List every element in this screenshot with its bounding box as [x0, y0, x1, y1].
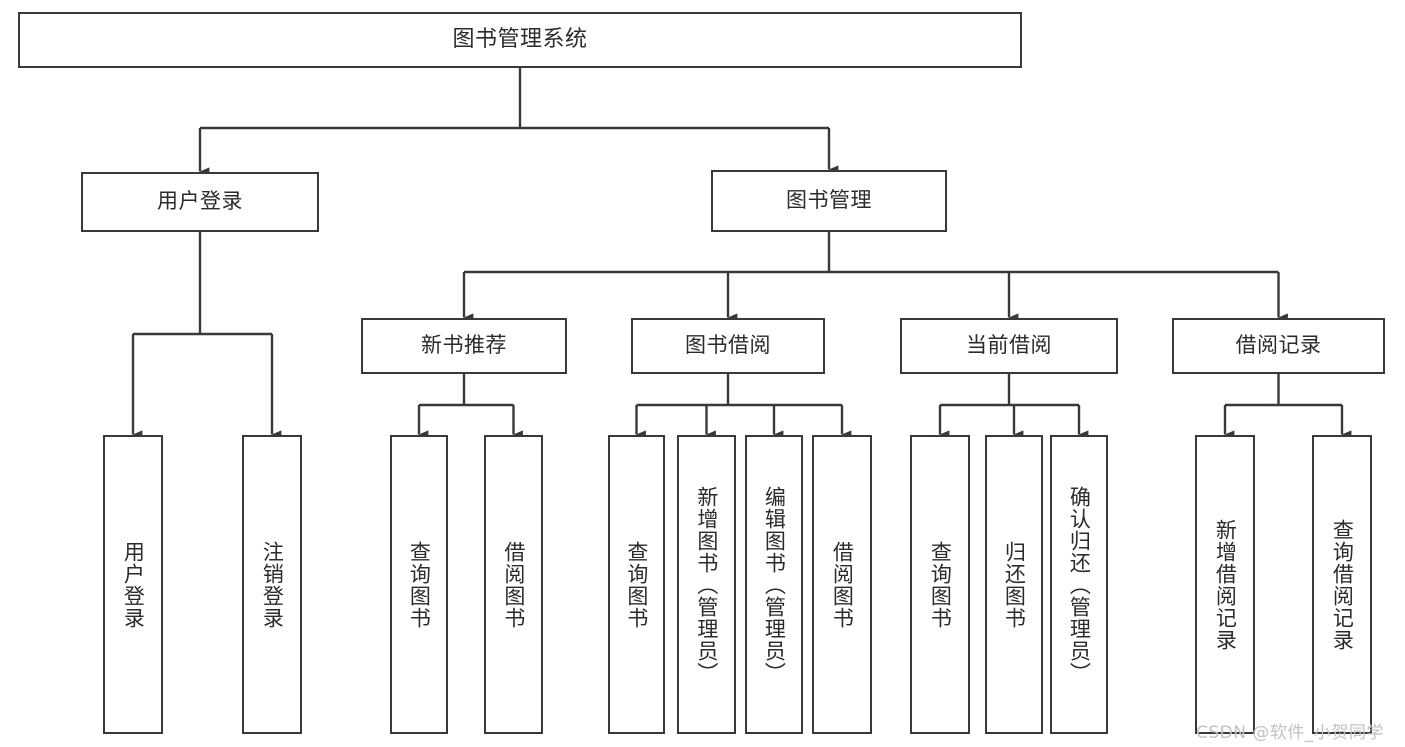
node-records[interactable]: 借阅记录: [1172, 318, 1385, 374]
node-label: 新书推荐: [421, 333, 507, 358]
node-borrow[interactable]: 图书借阅: [631, 318, 825, 374]
node-n2[interactable]: 借阅图书: [484, 435, 543, 734]
node-newbook[interactable]: 新书推荐: [361, 318, 567, 374]
node-b4[interactable]: 借阅图书: [812, 435, 872, 734]
node-label: 新增借阅记录: [1213, 518, 1238, 651]
node-b2[interactable]: 新增图书（管理员）: [677, 435, 736, 734]
node-n1[interactable]: 查询图书: [390, 435, 448, 734]
node-label: 归还图书: [1002, 540, 1027, 629]
node-c2[interactable]: 归还图书: [985, 435, 1043, 734]
node-label: 借阅记录: [1235, 333, 1322, 358]
node-label: 查询图书: [624, 540, 649, 629]
node-b1[interactable]: 查询图书: [608, 435, 665, 734]
node-bookmgmt[interactable]: 图书管理: [711, 170, 947, 232]
node-label: 新增图书（管理员）: [694, 485, 719, 684]
node-current[interactable]: 当前借阅: [900, 318, 1118, 374]
node-label: 编辑图书（管理员）: [762, 485, 787, 684]
node-label: 查询图书: [407, 540, 432, 629]
node-label: 查询借阅记录: [1330, 518, 1355, 651]
node-label: 当前借阅: [966, 333, 1052, 358]
node-l1[interactable]: 用户登录: [103, 435, 163, 734]
node-r2[interactable]: 查询借阅记录: [1312, 435, 1372, 734]
node-label: 用户登录: [121, 540, 146, 629]
node-label: 借阅图书: [501, 540, 526, 629]
node-label: 确认归还（管理员）: [1067, 485, 1092, 684]
node-b3[interactable]: 编辑图书（管理员）: [745, 435, 803, 734]
node-label: 查询图书: [928, 540, 953, 629]
connector-group: [131, 68, 1352, 439]
node-c1[interactable]: 查询图书: [910, 435, 970, 734]
node-label: 图书管理: [786, 188, 872, 213]
node-label: 图书借阅: [685, 333, 771, 358]
node-label: 用户登录: [157, 189, 243, 214]
node-root[interactable]: 图书管理系统: [18, 12, 1022, 68]
node-login[interactable]: 用户登录: [81, 172, 319, 232]
node-label: 借阅图书: [830, 540, 855, 629]
node-label: 注销登录: [260, 540, 285, 629]
node-l2[interactable]: 注销登录: [242, 435, 302, 734]
node-r1[interactable]: 新增借阅记录: [1195, 435, 1255, 734]
node-label: 图书管理系统: [452, 26, 588, 52]
node-c3[interactable]: 确认归还（管理员）: [1050, 435, 1108, 734]
